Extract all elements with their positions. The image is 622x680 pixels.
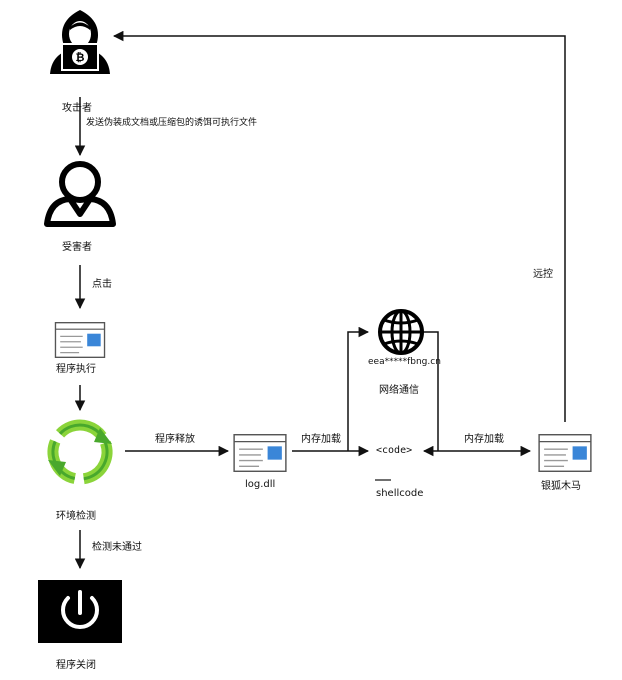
code-label: <code> [376, 445, 413, 456]
edge-load1-label: 内存加载 [301, 434, 341, 445]
edge-fail-label: 检测未通过 [92, 542, 142, 553]
trojan-label: 银狐木马 [541, 481, 581, 492]
edge-load2-label: 内存加载 [464, 434, 504, 445]
victim-label: 受害者 [62, 242, 92, 253]
log-dll-label: log.dll [245, 479, 276, 490]
edge-remote-label: 远控 [533, 269, 553, 280]
dll-window-icon [233, 434, 287, 472]
arrow-remote-control [112, 30, 566, 422]
app-window-icon [54, 322, 106, 358]
edge-click-label: 点击 [92, 279, 112, 290]
edge-release-label: 程序释放 [155, 434, 195, 445]
cycle-arrows-icon [47, 419, 113, 485]
hooded-hacker-bitcoin-laptop-icon: ₿ [50, 10, 110, 74]
shellcode-label: shellcode [376, 488, 424, 499]
attacker-label: 攻击者 [62, 103, 92, 114]
program-close-label: 程序关闭 [56, 660, 96, 671]
arrow-network-branch [347, 326, 439, 451]
program-exec-label: 程序执行 [56, 364, 96, 375]
domain-label: eea*****fbng.cn [368, 357, 441, 367]
trojan-window-icon [538, 434, 592, 472]
user-avatar-icon [44, 161, 116, 227]
globe-icon [378, 309, 424, 355]
power-icon [38, 580, 122, 643]
edge-send-label: 发送伪装成文档或压缩包的诱饵可执行文件 [86, 118, 258, 128]
env-check-label: 环境检测 [56, 511, 96, 522]
network-label: 网络通信 [379, 385, 419, 396]
svg-text:₿: ₿ [76, 51, 85, 64]
